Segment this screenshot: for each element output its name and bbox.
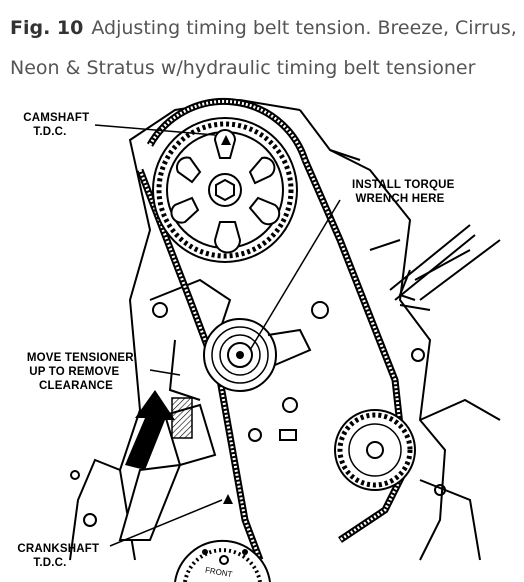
figure-number: Fig. 10 bbox=[10, 17, 84, 39]
water-pump-sprocket bbox=[334, 409, 416, 491]
camshaft-sprocket bbox=[152, 117, 298, 263]
crankshaft-tdc-label: CRANKSHAFT T.D.C. bbox=[17, 543, 102, 569]
torque-wrench-rod bbox=[389, 224, 476, 311]
leader-lines bbox=[94, 124, 341, 547]
move-up-arrow bbox=[125, 390, 175, 470]
camshaft-tdc-label: CAMSHAFT T.D.C. bbox=[23, 112, 93, 138]
tensioner-pulley bbox=[203, 318, 312, 392]
hydraulic-tensioner bbox=[118, 397, 217, 541]
crankshaft-tdc-mark bbox=[223, 494, 233, 504]
timing-belt-diagram: CAMSHAFT T.D.C. INSTALL TORQUE WRENCH HE… bbox=[17, 97, 501, 582]
engine-block bbox=[69, 98, 501, 561]
torque-wrench-label: INSTALL TORQUE WRENCH HERE bbox=[352, 179, 458, 205]
tensioner-label: MOVE TENSIONER UP TO REMOVE CLEARANCE bbox=[27, 352, 137, 392]
crankshaft-sprocket bbox=[174, 494, 271, 582]
caption-text: Adjusting timing belt tension. Breeze, C… bbox=[10, 17, 517, 79]
camshaft-tdc-mark bbox=[221, 135, 231, 145]
